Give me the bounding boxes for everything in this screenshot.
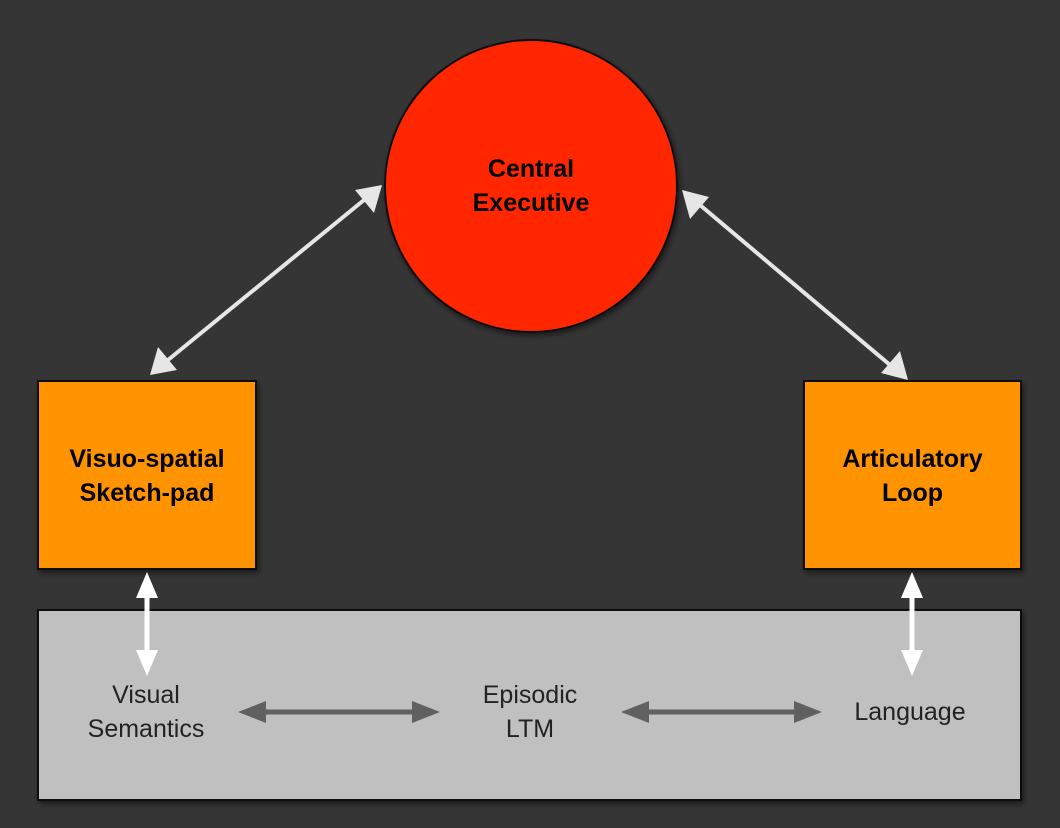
visuo-spatial-label: Visuo-spatial Sketch-pad <box>69 445 225 507</box>
arrow-executive-to-articulatory <box>682 190 908 380</box>
arrow-sketchpad-to-visual-semantics <box>136 572 158 676</box>
arrow-episodic-to-language <box>621 701 822 723</box>
episodic-ltm-label: Episodic LTM <box>482 681 578 743</box>
visuo-spatial-box <box>37 380 257 570</box>
ltm-panel <box>37 609 1022 801</box>
language-label: Language <box>854 698 966 726</box>
arrow-executive-to-sketchpad <box>150 185 382 375</box>
arrow-visual-semantics-to-episodic <box>238 701 440 723</box>
central-executive-circle <box>384 39 678 333</box>
arrow-articulatory-to-language <box>901 572 923 676</box>
articulatory-loop-label: Articulatory Loop <box>842 445 983 507</box>
articulatory-loop-box <box>803 380 1022 570</box>
visual-semantics-label: Visual Semantics <box>87 681 205 743</box>
central-executive-label: Central Executive <box>472 155 590 217</box>
